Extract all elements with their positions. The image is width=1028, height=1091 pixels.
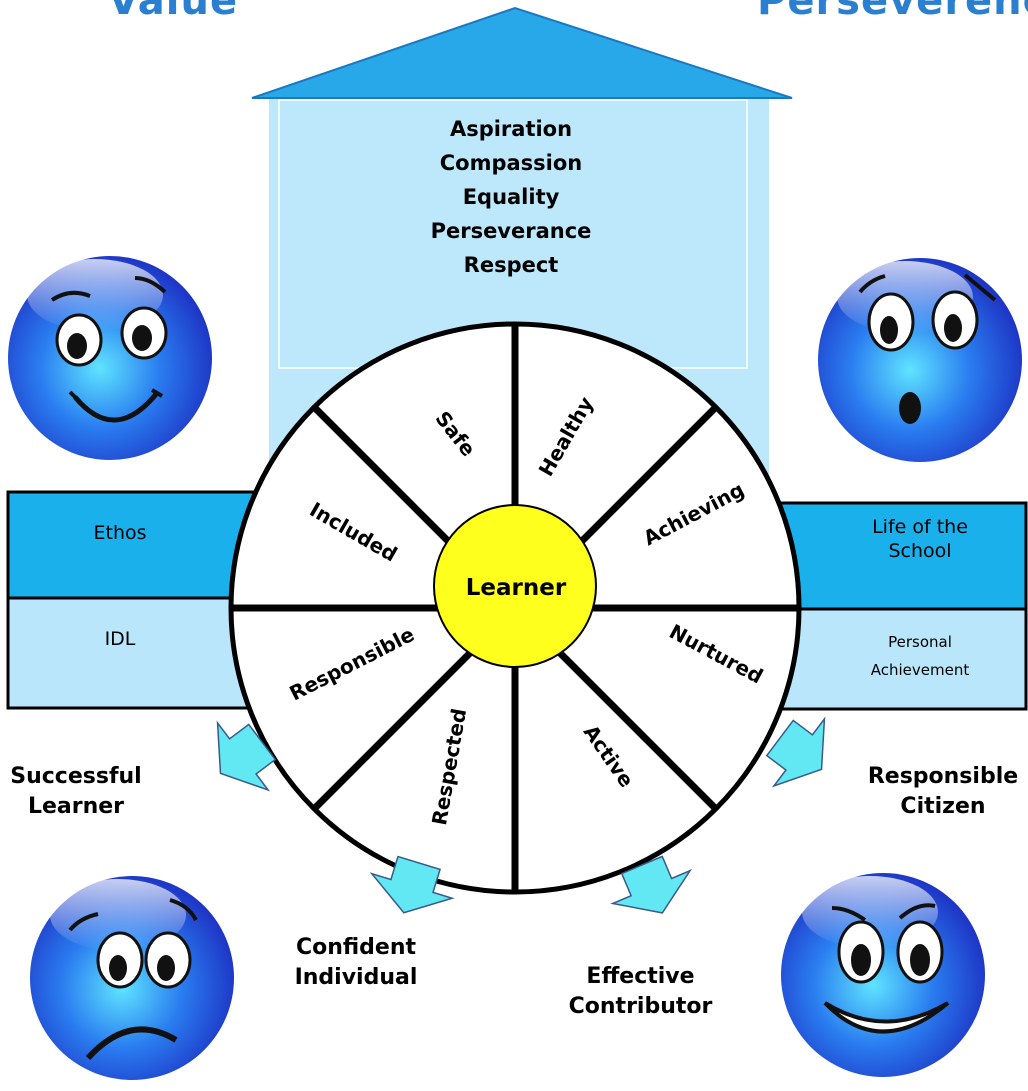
house-roof [251,6,793,99]
life-of-school-line1: Life of the [872,516,968,538]
outcome-line: Citizen [900,794,986,819]
outcome-effective-contributor: Effective Contributor [548,962,733,1022]
value-item: Compassion [439,151,583,175]
personal-achievement-line2: Achievement [870,661,970,679]
arrow-effective [610,855,693,914]
outcome-line: Effective [586,964,695,989]
outcome-confident-individual: Confident Individual [276,933,436,993]
value-item: Aspiration [449,117,573,141]
life-of-school-label: Life of the School [820,515,1020,563]
outcome-line: Successful [10,764,142,789]
header-perseverence: Perseverence [757,0,1028,24]
arrow-responsible [765,716,826,788]
wheel-center-label: Learner [466,575,567,601]
life-of-school-line2: School [888,540,952,562]
outcome-line: Confident [295,935,417,960]
outcome-line: Learner [27,794,125,819]
outcome-line: Individual [294,965,418,990]
idl-label: IDL [104,628,136,650]
header-value: Value [108,0,239,24]
outcome-successful-learner: Successful Learner [2,762,150,822]
smiley-grin-icon [781,873,985,1077]
wheel-center [433,504,597,668]
values-list: Aspiration Compassion Equality Persevera… [275,112,747,282]
smiley-happy-icon [8,256,212,460]
smiley-sad-icon [30,876,234,1080]
outcome-line: Responsible [867,764,1019,789]
outcome-arrows [216,716,826,914]
personal-achievement-label: Personal Achievement [820,628,1020,684]
value-item: Perseverance [430,219,592,243]
value-item: Respect [463,253,559,277]
arrow-successful [216,720,277,792]
smiley-surprised-icon [818,258,1022,462]
arrow-confident [369,855,455,914]
personal-achievement-line1: Personal [888,633,952,651]
value-item: Equality [462,185,560,209]
outcome-responsible-citizen: Responsible Citizen [858,762,1028,822]
ethos-label: Ethos [93,522,147,544]
outcome-line: Contributor [568,994,713,1019]
